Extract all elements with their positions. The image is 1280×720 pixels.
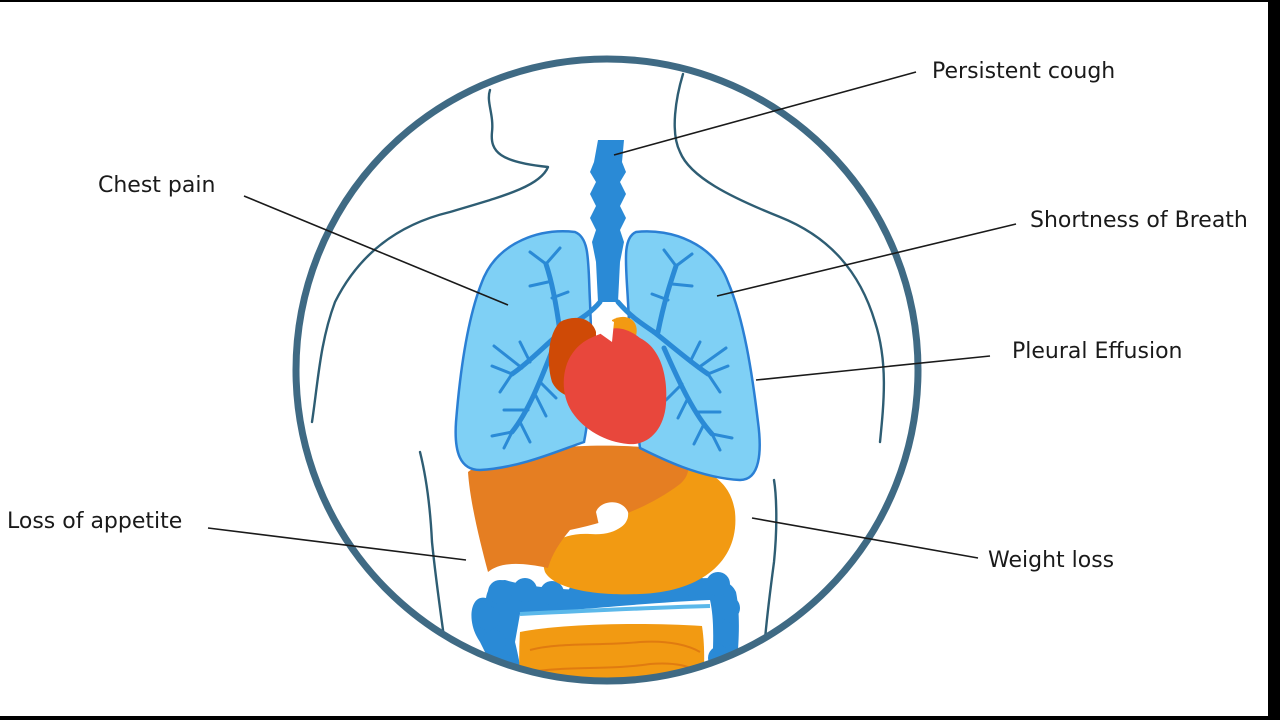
right-bronchial-tree [650, 248, 734, 452]
heart [563, 328, 667, 445]
leader-pleural-effusion [755, 355, 991, 381]
body-outline-left [310, 88, 550, 424]
leader-shortness-of-breath [716, 223, 1017, 297]
label-chest-pain: Chest pain [98, 173, 215, 198]
label-persistent-cough: Persistent cough [932, 59, 1115, 84]
label-pleural-effusion: Pleural Effusion [1012, 339, 1182, 364]
body-outline-right [673, 72, 886, 444]
stomach [543, 466, 736, 595]
arm-line-left [418, 450, 448, 654]
small-intestine [519, 624, 705, 681]
right-bronchus [615, 299, 657, 335]
trachea [590, 140, 626, 302]
label-loss-of-appetite: Loss of appetite [7, 509, 182, 534]
leader-weight-loss [751, 517, 979, 559]
frame-circle [292, 55, 922, 685]
torso-illustration [310, 72, 886, 681]
arm-line-right [762, 478, 778, 654]
label-weight-loss: Weight loss [988, 548, 1114, 573]
small-intestine-folds [527, 640, 701, 675]
label-shortness-of-breath: Shortness of Breath [1030, 208, 1248, 233]
liver [468, 445, 689, 572]
intestine-inner [519, 604, 711, 616]
leader-persistent-cough [613, 71, 917, 156]
heart-vessel [598, 320, 614, 342]
gallbladder [596, 502, 629, 532]
leader-loss-of-appetite [207, 527, 467, 561]
leader-chest-pain [243, 195, 509, 306]
